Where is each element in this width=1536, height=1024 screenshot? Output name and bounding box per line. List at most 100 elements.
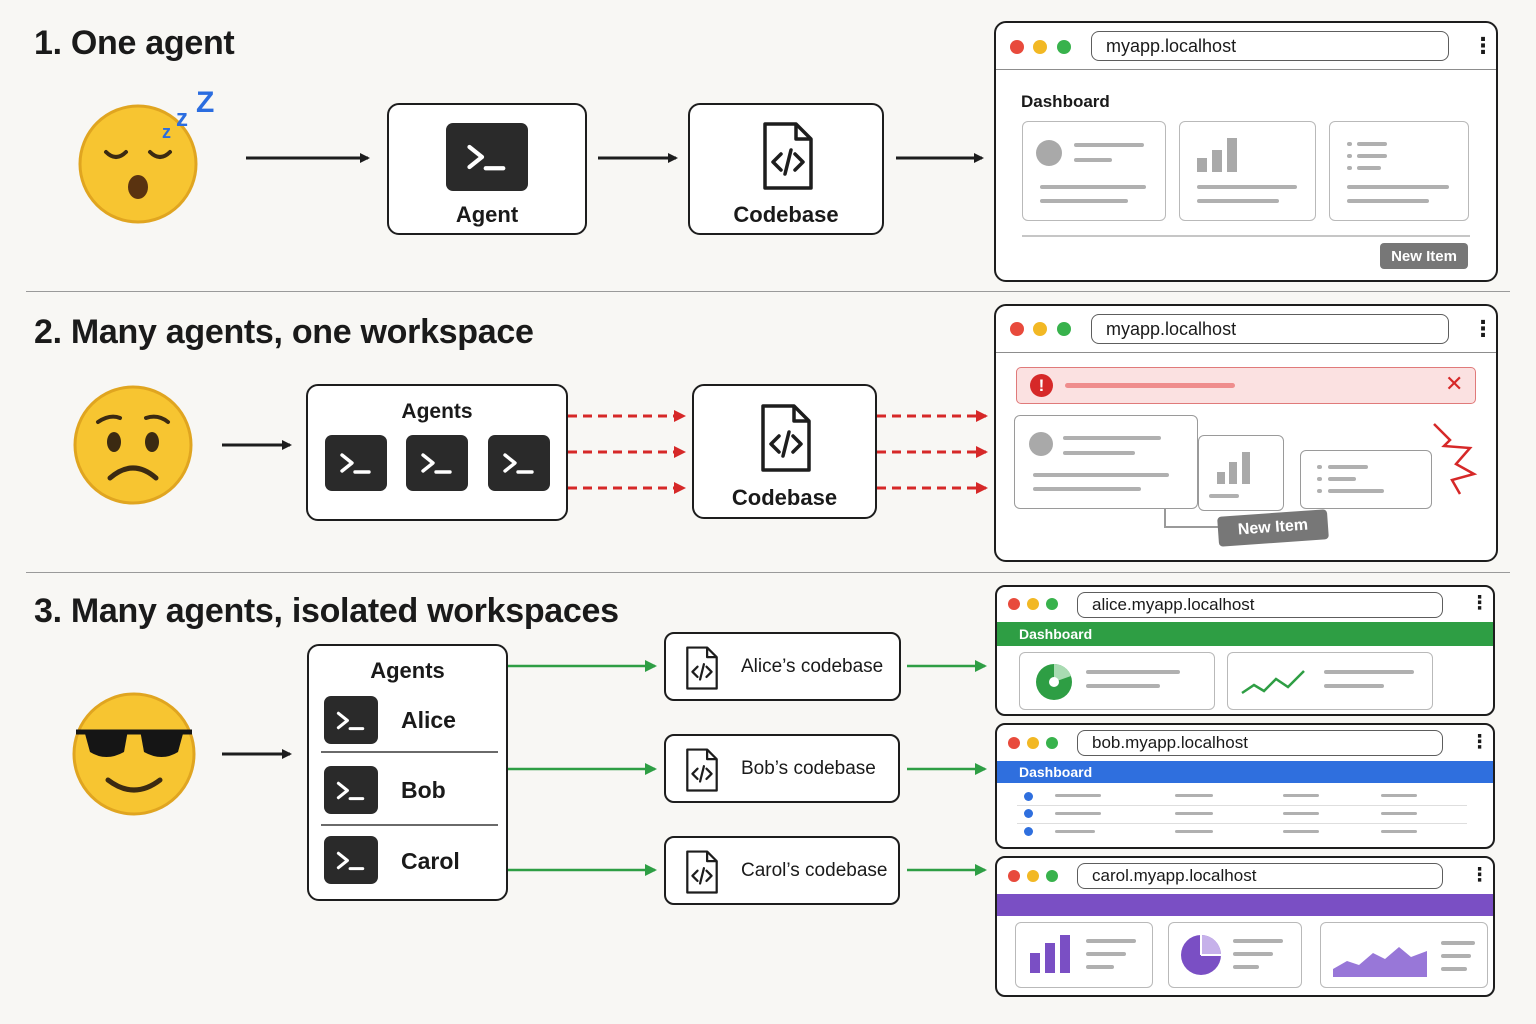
kebab-menu-icon[interactable]: ⋮ [1470,865,1489,886]
dashboard-card [1022,121,1166,221]
close-icon[interactable]: ✕ [1445,371,1464,396]
dashboard-card [1198,435,1284,511]
divider [26,572,1510,573]
codebase-box: Carol’s codebase [664,836,900,905]
url-bar[interactable]: bob.myapp.localhost [1077,730,1443,756]
terminal-icon [488,435,550,491]
code-file-icon [760,120,816,192]
minimize-dot[interactable] [1027,870,1039,882]
agent-name: Bob [401,777,446,803]
codebase-label: Codebase [733,202,839,227]
url-bar[interactable]: carol.myapp.localhost [1077,863,1443,889]
dashboard-card [1300,450,1432,509]
dashboard-header: Dashboard [997,622,1493,646]
close-dot[interactable] [1010,40,1024,54]
section-title: 2. Many agents, one workspace [34,313,534,351]
kebab-menu-icon[interactable]: ⋮ [1472,316,1494,341]
close-dot[interactable] [1008,737,1020,749]
dashboard-card [1019,652,1215,710]
terminal-icon [324,696,378,744]
browser-window: myapp.localhost ⋮ Dashboard New Item [994,21,1498,282]
dashboard-heading: Dashboard [1021,92,1110,111]
minimize-dot[interactable] [1033,322,1047,336]
section-title: 1. One agent [34,24,235,62]
browser-window: myapp.localhost ⋮ ! ✕ New Item [994,304,1498,562]
section-title: 3. Many agents, isolated workspaces [34,592,619,630]
agent-label: Agent [455,202,519,227]
browser-window-alice: alice.myapp.localhost ⋮ Dashboard [995,585,1495,716]
pie-chart-icon [1181,935,1221,975]
new-item-button[interactable]: New Item [1217,509,1329,547]
agent-name: Alice [401,707,456,733]
close-dot[interactable] [1008,870,1020,882]
error-icon: ! [1030,374,1053,397]
browser-window-carol: carol.myapp.localhost ⋮ [995,856,1495,997]
codebase-box: Codebase [692,384,877,519]
pie-chart-icon [1036,664,1072,700]
conflict-arrows [568,410,988,494]
agents-box: Agents [306,384,568,521]
agents-box: Agents Alice Bob Carol [307,644,508,901]
codebase-box: Codebase [688,103,884,235]
dashboard-card [1179,121,1316,221]
dashboard-card [1014,415,1198,509]
maximize-dot[interactable] [1046,598,1058,610]
terminal-icon [324,836,378,884]
maximize-dot[interactable] [1046,870,1058,882]
terminal-icon [406,435,468,491]
dashboard-card [1329,121,1469,221]
code-file-icon [684,747,720,793]
agents-label: Agents [370,658,445,683]
minimize-dot[interactable] [1027,737,1039,749]
codebase-label: Codebase [731,485,838,510]
browser-window-bob: bob.myapp.localhost ⋮ Dashboard [995,723,1495,849]
close-dot[interactable] [1010,322,1024,336]
sunglasses-face-icon [72,692,196,816]
codebase-label: Carol’s codebase [741,860,888,881]
code-file-icon [758,402,814,474]
agent-box: Agent [387,103,587,235]
kebab-menu-icon[interactable]: ⋮ [1470,732,1489,753]
sleeping-face-icon: z z Z [78,86,214,224]
code-file-icon [684,645,720,691]
codebase-box: Bob’s codebase [664,734,900,803]
browser-toolbar [996,306,1496,353]
line-chart-icon [1241,670,1305,695]
browser-toolbar [996,23,1496,70]
isolated-arrows [508,660,987,876]
kebab-menu-icon[interactable]: ⋮ [1472,33,1494,58]
close-dot[interactable] [1008,598,1020,610]
codebase-box: Alice’s codebase [664,632,901,701]
new-item-button[interactable]: New Item [1380,243,1468,269]
terminal-icon [324,766,378,814]
maximize-dot[interactable] [1057,40,1071,54]
svg-text:Z: Z [196,86,214,119]
worried-face-icon [73,385,193,505]
agents-label: Agents [401,400,473,423]
terminal-icon [325,435,387,491]
crash-burst-icon [1433,423,1478,495]
dashboard-header [997,894,1493,916]
dashboard-card [1227,652,1433,710]
url-bar[interactable]: myapp.localhost [1091,314,1449,344]
dashboard-card [1168,922,1302,988]
svg-text:z: z [176,105,188,132]
error-banner: ! ✕ [1016,367,1476,404]
maximize-dot[interactable] [1046,737,1058,749]
maximize-dot[interactable] [1057,322,1071,336]
dashboard-card [1015,922,1153,988]
divider [26,291,1510,292]
minimize-dot[interactable] [1033,40,1047,54]
url-bar[interactable]: alice.myapp.localhost [1077,592,1443,618]
minimize-dot[interactable] [1027,598,1039,610]
dashboard-header: Dashboard [997,761,1493,783]
url-bar[interactable]: myapp.localhost [1091,31,1449,61]
kebab-menu-icon[interactable]: ⋮ [1470,593,1489,614]
area-chart-icon [1333,947,1427,977]
codebase-label: Bob’s codebase [741,758,876,779]
dashboard-card [1320,922,1488,988]
agent-name: Carol [401,848,460,874]
data-table [997,725,1493,847]
code-file-icon [684,849,720,895]
